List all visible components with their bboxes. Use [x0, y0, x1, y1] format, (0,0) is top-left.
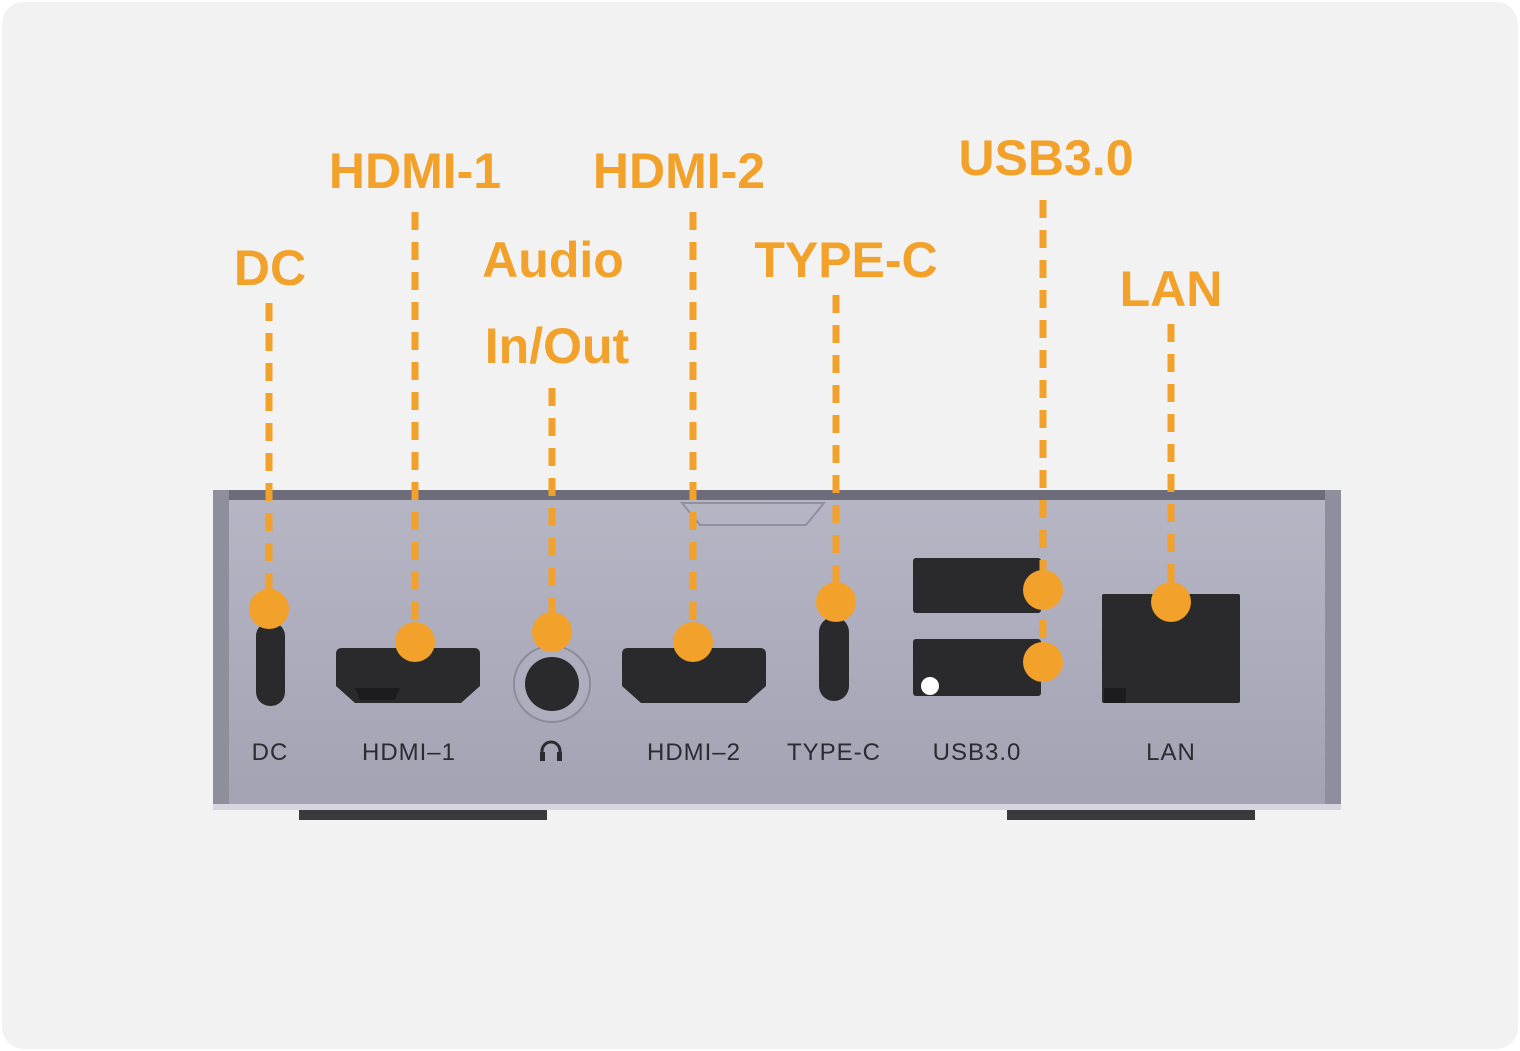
port-lan	[1102, 594, 1240, 703]
port-usb-lower	[913, 639, 1041, 696]
callout-label-type-c: TYPE-C	[754, 232, 937, 288]
port-audio	[513, 645, 591, 723]
headphones-icon	[540, 740, 562, 761]
port-dc	[256, 622, 285, 706]
callout-label-dc: DC	[234, 240, 306, 296]
callout-dot-usb-upper	[1023, 570, 1063, 610]
port-label-type-c: TYPE-C	[787, 739, 881, 766]
port-label-hdmi-2: HDMI–2	[647, 739, 741, 766]
callout-dot-audio	[532, 612, 572, 652]
port-label-dc: DC	[252, 739, 289, 766]
port-usb-upper	[913, 558, 1041, 613]
port-label-lan: LAN	[1146, 739, 1196, 766]
callout-dot-hdmi-2	[673, 622, 713, 662]
port-type-c	[819, 617, 849, 701]
callout-label-hdmi-1: HDMI-1	[329, 143, 501, 199]
port-label-usb: USB3.0	[933, 739, 1022, 766]
callout-label-audio-line-2: In/Out	[485, 318, 630, 374]
callout-label-lan: LAN	[1120, 261, 1223, 317]
port-hdmi-2	[622, 648, 766, 703]
port-label-hdmi-1: HDMI–1	[362, 739, 456, 766]
port-hdmi-1	[336, 648, 480, 703]
callout-label-usb: USB3.0	[958, 130, 1133, 186]
callout-dot-hdmi-1	[395, 622, 435, 662]
callout-dot-type-c	[816, 582, 856, 622]
callout-dot-dc	[249, 589, 289, 629]
callout-dot-lan	[1151, 582, 1191, 622]
callout-dot-usb-lower	[1023, 642, 1063, 682]
callout-label-audio-line-1: Audio	[482, 232, 624, 288]
callout-label-hdmi-2: HDMI-2	[593, 143, 765, 199]
